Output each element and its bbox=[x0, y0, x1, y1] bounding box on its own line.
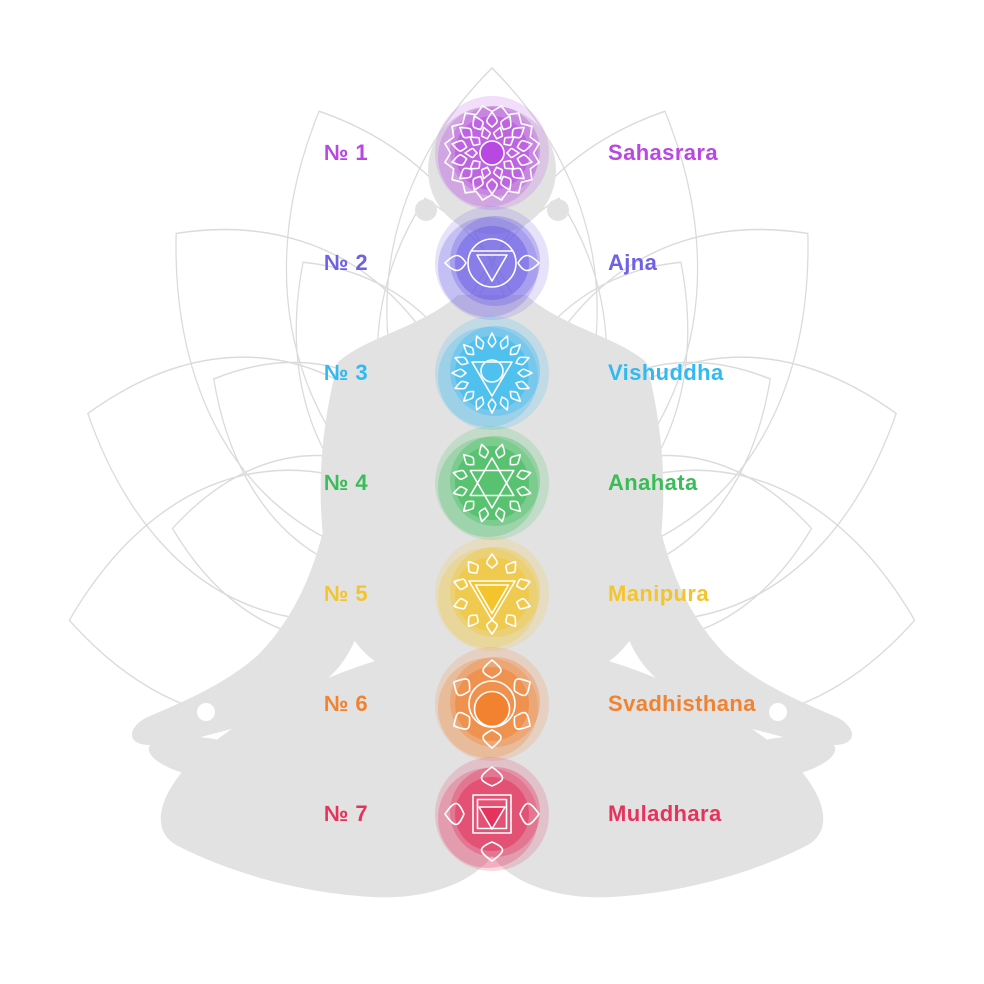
left-ear-shape bbox=[415, 199, 437, 221]
solar-triangle-icon bbox=[435, 537, 549, 651]
heart-hexagram-icon bbox=[435, 426, 549, 540]
chakra-name-label: Svadhisthana bbox=[608, 691, 756, 716]
chakra-symbol-badge bbox=[432, 644, 552, 764]
chakra-symbol-badge bbox=[432, 313, 552, 433]
chakra-row: № 7 Muladhara bbox=[0, 754, 984, 874]
chakra-name-label: Muladhara bbox=[608, 801, 722, 826]
chakra-symbol-badge bbox=[432, 423, 552, 543]
chakra-name-label: Anahata bbox=[608, 470, 698, 495]
chakra-symbol-badge bbox=[432, 534, 552, 654]
chakra-row: № 6 Svadhisthana bbox=[0, 644, 984, 764]
chakra-row: № 2 Ajna bbox=[0, 203, 984, 323]
sacral-crescent-icon bbox=[435, 647, 549, 761]
chakra-number-label: № 6 bbox=[323, 691, 368, 716]
root-square-triangle-icon bbox=[435, 757, 549, 871]
left-arm-hand-shape bbox=[131, 500, 373, 745]
chakra-symbol-badge bbox=[432, 754, 552, 874]
crown-lotus-icon bbox=[435, 96, 549, 210]
chakra-row: № 4 Anahata bbox=[0, 423, 984, 543]
chakra-number-label: № 5 bbox=[323, 581, 368, 606]
chakra-row: № 5 Manipura bbox=[0, 534, 984, 654]
crossed-legs-shape bbox=[160, 649, 824, 898]
throat-triangle-circle-icon bbox=[435, 316, 549, 430]
chakra-symbol-badge bbox=[432, 93, 552, 213]
chakra-number-label: № 7 bbox=[323, 801, 368, 826]
chakra-name-label: Ajna bbox=[608, 250, 658, 275]
chakra-number-label: № 4 bbox=[323, 470, 368, 495]
chakra-number-label: № 3 bbox=[323, 360, 368, 385]
chakra-name-label: Vishuddha bbox=[608, 360, 724, 385]
chakra-number-label: № 1 bbox=[323, 140, 368, 165]
chakra-name-label: Sahasrara bbox=[608, 140, 719, 165]
right-mudra-hole bbox=[769, 703, 787, 721]
third-eye-icon bbox=[435, 206, 549, 320]
chakra-name-label: Manipura bbox=[608, 581, 709, 606]
chakra-number-label: № 2 bbox=[323, 250, 368, 275]
chakra-symbol-badge bbox=[432, 203, 552, 323]
left-mudra-hole bbox=[197, 703, 215, 721]
right-ear-shape bbox=[547, 199, 569, 221]
chakra-row: № 3 Vishuddha bbox=[0, 313, 984, 433]
chakra-row: № 1 Sahasrara bbox=[0, 93, 984, 213]
